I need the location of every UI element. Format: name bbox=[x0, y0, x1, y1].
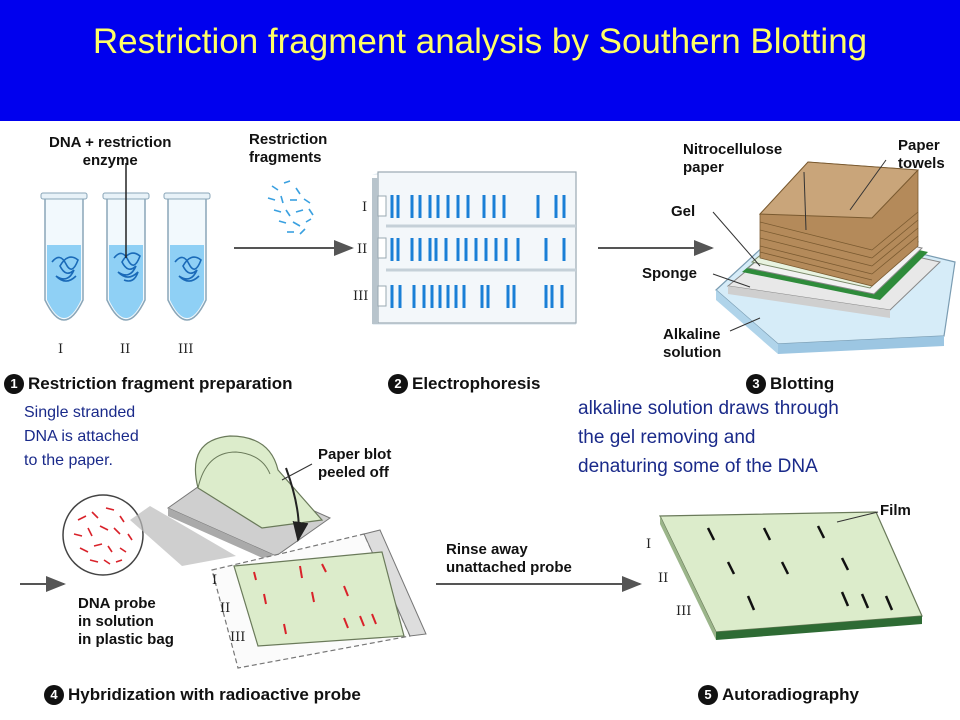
probe-band bbox=[299, 565, 303, 579]
blotting-stack bbox=[715, 161, 956, 354]
tube-label-1: I bbox=[58, 342, 63, 357]
probe-band bbox=[263, 593, 267, 605]
note-alkaline-solution: alkaline solution draws through the gel … bbox=[578, 398, 839, 477]
probe-circle bbox=[62, 494, 144, 576]
step-title-1: Restriction fragment preparation bbox=[28, 374, 293, 393]
probe-band bbox=[359, 615, 365, 627]
film-band bbox=[762, 527, 772, 541]
slide-title: Restriction fragment analysis by Souther… bbox=[92, 22, 868, 61]
label-dna-enzyme: DNA + restriction enzyme bbox=[49, 134, 172, 169]
plastic-bag bbox=[211, 529, 427, 669]
step-title-3: Blotting bbox=[770, 374, 835, 393]
gel-lane-label-1: I bbox=[362, 200, 367, 215]
probe-band bbox=[343, 617, 349, 629]
film-band bbox=[816, 525, 826, 539]
tube-label-3: III bbox=[178, 342, 193, 357]
film-leader bbox=[836, 511, 879, 523]
bag-lane-label-3: III bbox=[230, 630, 245, 645]
label-sponge: Sponge bbox=[642, 265, 697, 282]
autoradiography-film bbox=[659, 511, 923, 640]
probe-band bbox=[371, 613, 377, 625]
step-number-2: 2 bbox=[388, 374, 408, 394]
step-title-4: Hybridization with radioactive probe bbox=[68, 685, 361, 704]
film-band bbox=[884, 595, 894, 611]
probe-band bbox=[311, 591, 315, 603]
probe-bands bbox=[253, 563, 377, 635]
probe-band bbox=[321, 563, 327, 573]
step-title-5: Autoradiography bbox=[722, 685, 859, 704]
step-title-2: Electrophoresis bbox=[412, 374, 541, 393]
film-band bbox=[706, 527, 716, 541]
gel-lane-label-2: II bbox=[357, 242, 367, 257]
step-number-3: 3 bbox=[746, 374, 766, 394]
film-band bbox=[840, 557, 850, 571]
film-lane-label-3: III bbox=[676, 604, 691, 619]
probe-band bbox=[253, 571, 257, 581]
magnify-shadow bbox=[130, 506, 236, 566]
film-lane-label-1: I bbox=[646, 537, 651, 552]
test-tubes bbox=[40, 163, 211, 321]
tube-label-2: II bbox=[120, 342, 130, 357]
label-paper-towels: Paper towels bbox=[898, 137, 945, 172]
label-alkaline-solution: Alkaline solution bbox=[663, 326, 722, 361]
film-band bbox=[860, 593, 870, 609]
test-tube-2 bbox=[102, 192, 150, 321]
title-banner bbox=[0, 0, 960, 121]
gel-lane-label-3: III bbox=[353, 289, 368, 304]
probe-band bbox=[343, 585, 349, 597]
film-band bbox=[746, 595, 756, 611]
film-lane-label-2: II bbox=[658, 571, 668, 586]
label-dna-probe: DNA probe in solution in plastic bag bbox=[78, 595, 174, 648]
label-restriction-fragments: Restriction fragments bbox=[249, 131, 328, 166]
label-rinse-away: Rinse away unattached probe bbox=[446, 541, 572, 576]
gel-bands bbox=[390, 195, 566, 308]
bag-lane-label-1: I bbox=[212, 573, 217, 588]
blot-leader-lines bbox=[712, 159, 887, 332]
dna-tangles bbox=[51, 252, 202, 282]
label-nitrocellulose: Nitrocellulose paper bbox=[683, 141, 783, 176]
test-tube-1 bbox=[40, 192, 88, 321]
step-number-4: 4 bbox=[44, 685, 64, 705]
film-band bbox=[840, 591, 850, 607]
label-film: Film bbox=[880, 502, 911, 519]
blot-paper-peeling bbox=[166, 435, 332, 564]
probe-band bbox=[283, 623, 287, 635]
film-band bbox=[726, 561, 736, 575]
film-bands bbox=[706, 525, 894, 611]
step-number-1: 1 bbox=[4, 374, 24, 394]
paper-blot-leader bbox=[281, 463, 313, 481]
label-gel: Gel bbox=[671, 203, 696, 220]
bag-lane-label-2: II bbox=[220, 601, 230, 616]
step-number-5: 5 bbox=[698, 685, 718, 705]
film-band bbox=[780, 561, 790, 575]
restriction-fragments-scatter bbox=[267, 180, 314, 235]
label-paper-blot: Paper blot peeled off bbox=[318, 446, 392, 481]
note-single-stranded: Single stranded DNA is attached to the p… bbox=[24, 404, 139, 469]
test-tube-3 bbox=[163, 192, 211, 321]
